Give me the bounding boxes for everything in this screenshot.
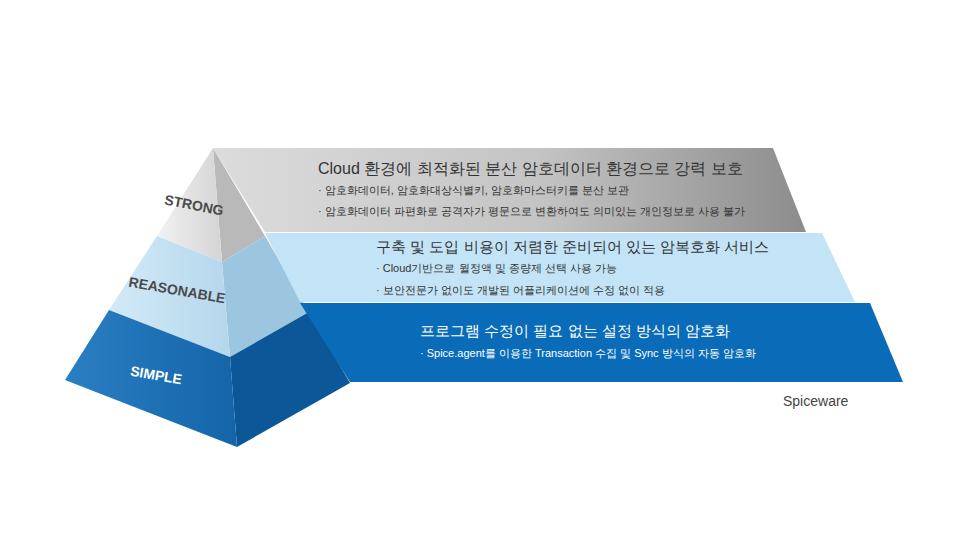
tier-bullet: · Cloud기반으로 월정액 및 종량제 선택 사용 가능 xyxy=(376,262,617,276)
tier-band: 구축 및 도입 비용이 저렴한 준비되어 있는 암복호화 서비스 · Cloud기… xyxy=(265,233,855,302)
tier-heading: 구축 및 도입 비용이 저렴한 준비되어 있는 암복호화 서비스 xyxy=(376,238,769,257)
text-holder: 프로그램 수정이 필요 없는 설정 방식의 암호화 xyxy=(420,322,730,341)
text-holder: · 암호화데이터, 암호화대상식별키, 암호화마스터키를 분산 보관 xyxy=(318,184,629,198)
text-holder: · 암호화데이터 파편화로 공격자가 평문으로 변환하여도 의미있는 개인정보로… xyxy=(318,205,745,219)
tier-bullet: · Spice.agent를 이용한 Transaction 수집 및 Sync… xyxy=(420,347,756,361)
tier-band: 프로그램 수정이 필요 없는 설정 방식의 암호화 · Spice.agent를 … xyxy=(300,303,903,382)
tier-outline xyxy=(265,233,855,302)
tier-outline xyxy=(65,310,237,447)
tier-heading: Cloud 환경에 최적화된 분산 암호데이터 환경으로 강력 보호 xyxy=(318,159,743,179)
tier-face: SIMPLE xyxy=(65,310,237,447)
tier-outline xyxy=(300,303,903,382)
text-holder: Cloud 환경에 최적화된 분산 암호데이터 환경으로 강력 보호 xyxy=(318,159,743,179)
text-holder: · Spice.agent를 이용한 Transaction 수집 및 Sync… xyxy=(420,347,756,361)
tier-bullet: · 암호화데이터, 암호화대상식별키, 암호화마스터키를 분산 보관 xyxy=(318,184,629,198)
tier-heading: 프로그램 수정이 필요 없는 설정 방식의 암호화 xyxy=(420,322,730,341)
text-holder: 구축 및 도입 비용이 저렴한 준비되어 있는 암복호화 서비스 xyxy=(376,238,769,257)
text-holder: · 보안전문가 없이도 개발된 어플리케이션에 수정 없이 적용 xyxy=(376,284,665,298)
tier-band: Cloud 환경에 최적화된 분산 암호데이터 환경으로 강력 보호 · 암호화데… xyxy=(213,148,806,232)
tier-bullet: · 암호화데이터 파편화로 공격자가 평문으로 변환하여도 의미있는 개인정보로… xyxy=(318,205,745,219)
tier-shape xyxy=(300,303,903,382)
tier-outline xyxy=(213,148,806,232)
tier-bullet: · 보안전문가 없이도 개발된 어플리케이션에 수정 없이 적용 xyxy=(376,284,665,298)
text-holder: · Cloud기반으로 월정액 및 종량제 선택 사용 가능 xyxy=(376,262,617,276)
brand-label: Spiceware xyxy=(783,393,848,409)
